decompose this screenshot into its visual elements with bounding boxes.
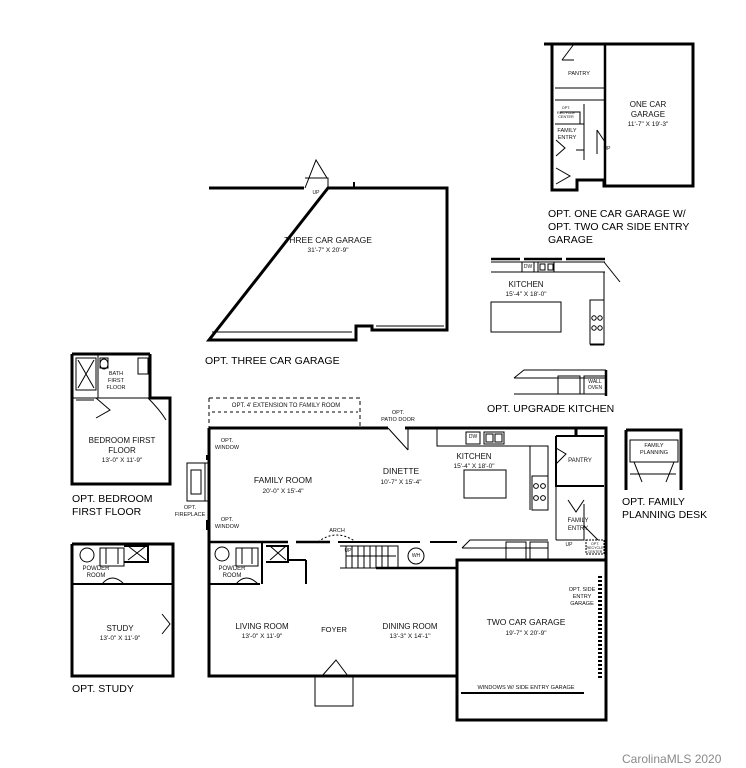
- main-up-label: UP: [565, 542, 573, 548]
- bedroom-first-floor-dims: 13'-0" X 11'-9": [101, 457, 143, 464]
- three-car-garage-dims: 31'-7" X 20'-9": [307, 247, 349, 254]
- arch-label: ARCH: [329, 528, 345, 534]
- family-planning-caption-1: OPT. FAMILY: [622, 496, 685, 508]
- upgrade-kitchen-oven: OVEN: [587, 385, 603, 391]
- bedroom-first-floor-label-2: FLOOR: [108, 446, 136, 455]
- water-heater-label: WH: [411, 553, 421, 559]
- one-car-pantry: PANTRY: [568, 71, 590, 77]
- study-caption: OPT. STUDY: [72, 683, 134, 695]
- main-dw-label: DW: [468, 434, 478, 440]
- family-entry-label-2: ENTRY: [567, 526, 589, 532]
- kitchen-label: KITCHEN: [456, 452, 492, 461]
- one-car-family-entry-1: FAMILY: [557, 128, 577, 134]
- pantry-label: PANTRY: [568, 458, 592, 464]
- extension-label: OPT. 4' EXTENSION TO FAMILY ROOM: [231, 403, 341, 409]
- three-car-garage-walls: [205, 158, 449, 342]
- study-powder-2: ROOM: [86, 573, 106, 579]
- one-car-up: UP: [603, 146, 611, 152]
- powder-room-label-1: POWDER: [218, 566, 246, 572]
- main-plan-walls: [186, 397, 608, 722]
- study-label: STUDY: [106, 624, 134, 633]
- bedroom-caption-1: OPT. BEDROOM: [72, 493, 153, 505]
- living-room-label: LIVING ROOM: [235, 622, 289, 631]
- foyer-label: FOYER: [321, 625, 347, 634]
- one-car-garage-caption-2: OPT. TWO CAR SIDE ENTRY: [548, 221, 690, 233]
- opt-window-bottom-1: OPT.: [220, 517, 234, 523]
- side-entry-3: GARAGE: [570, 601, 594, 607]
- opt-window-bottom-2: WINDOW: [214, 524, 240, 530]
- dinette-label: DINETTE: [382, 466, 420, 476]
- main-opt-center: OPT. RECYCLE CENTER: [586, 542, 604, 555]
- kitchen-dims: 15'-4" X 18'-0": [453, 463, 495, 470]
- family-room-dims: 20'-0" X 15'-4": [262, 488, 304, 495]
- bedroom-first-floor-label-1: BEDROOM FIRST: [88, 436, 156, 445]
- upgrade-kitchen-wall: WALL: [588, 379, 602, 385]
- study-powder-1: POWDER: [82, 566, 110, 572]
- family-planning-label-2: PLANNING: [639, 450, 669, 456]
- side-entry-1: OPT. SIDE: [568, 587, 596, 593]
- bath-label-1: BATH: [108, 371, 124, 377]
- bedroom-first-floor-walls: [70, 352, 172, 486]
- upgrade-kitchen-top: [490, 257, 621, 346]
- family-planning-walls: [624, 428, 683, 490]
- patio-door-2: PATIO DOOR: [381, 417, 415, 423]
- upgrade-kitchen-label: KITCHEN: [508, 280, 544, 289]
- powder-room-label-2: ROOM: [222, 573, 242, 579]
- study-dims: 13'-0" X 11'-9": [99, 635, 141, 642]
- three-car-garage-label: THREE CAR GARAGE: [284, 235, 372, 245]
- one-car-garage-label-2: GARAGE: [630, 110, 666, 119]
- opt-window-top-2: WINDOW: [214, 445, 240, 451]
- bath-label-3: FLOOR: [106, 385, 126, 391]
- family-planning-label-1: FAMILY: [644, 443, 664, 449]
- one-car-opt-center: OPT. RECYCLE CENTER: [557, 106, 575, 119]
- upgrade-kitchen-dims: 15'-4" X 18'-0": [505, 291, 547, 298]
- study-walls: [70, 542, 175, 678]
- upgrade-kitchen-strip: [513, 369, 608, 396]
- watermark: CarolinaMLS 2020: [622, 752, 722, 766]
- upgrade-kitchen-dw: DW: [523, 264, 533, 270]
- one-car-family-entry-2: ENTRY: [557, 135, 577, 141]
- family-entry-label-1: FAMILY: [567, 518, 589, 524]
- windows-note: WINDOWS W/ SIDE ENTRY GARAGE: [477, 685, 575, 691]
- patio-door-1: OPT.: [391, 410, 405, 416]
- two-car-garage-label: TWO CAR GARAGE: [486, 617, 566, 627]
- family-room-label: FAMILY ROOM: [253, 475, 313, 485]
- side-entry-2: ENTRY: [572, 594, 592, 600]
- living-room-dims: 13'-0" X 11'-9": [241, 633, 283, 640]
- upgrade-kitchen-caption: OPT. UPGRADE KITCHEN: [487, 403, 615, 415]
- one-car-garage-dims: 11'-7" X 19'-3": [627, 121, 669, 128]
- stairs-up-label: UP: [344, 548, 352, 554]
- opt-window-top-1: OPT.: [220, 438, 234, 444]
- opt-fireplace-1: OPT.: [183, 505, 197, 511]
- family-planning-caption-2: PLANNING DESK: [622, 509, 708, 521]
- one-car-garage-caption-1: OPT. ONE CAR GARAGE W/: [548, 208, 686, 220]
- dining-room-dims: 13'-3" X 14'-1": [389, 633, 431, 640]
- one-car-garage-caption-3: GARAGE: [548, 234, 593, 246]
- one-car-garage-label: ONE CAR: [629, 100, 667, 109]
- dinette-dims: 10'-7" X 15'-4": [380, 479, 422, 486]
- three-car-garage-caption: OPT. THREE CAR GARAGE: [205, 355, 340, 367]
- one-car-garage-walls: [544, 42, 695, 192]
- bedroom-caption-2: FIRST FLOOR: [72, 506, 142, 518]
- opt-fireplace-2: FIREPLACE: [174, 512, 206, 518]
- bath-label-2: FIRST: [108, 378, 124, 384]
- dining-room-label: DINING ROOM: [382, 622, 438, 631]
- three-car-garage-up: UP: [312, 190, 320, 196]
- two-car-garage-dims: 19'-7" X 20'-9": [505, 630, 547, 637]
